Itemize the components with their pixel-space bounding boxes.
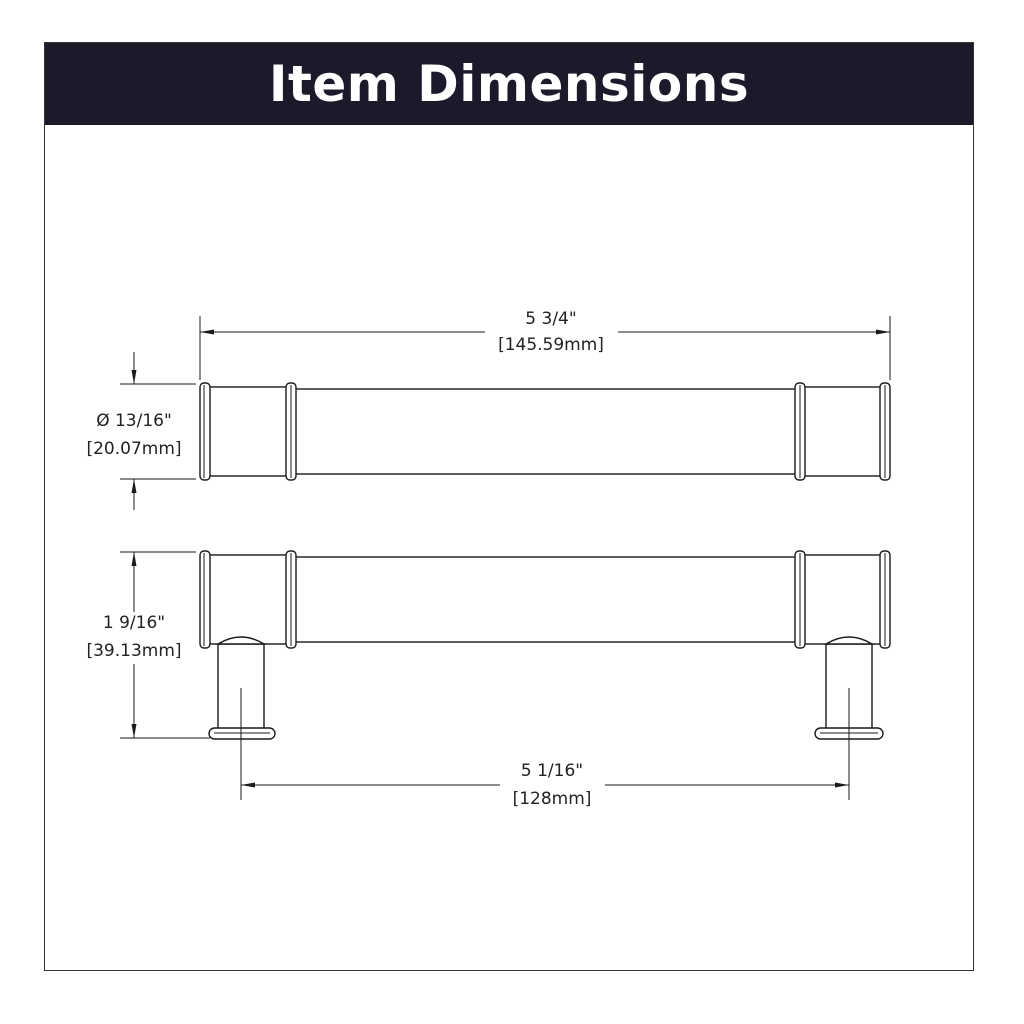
page-title: Item Dimensions bbox=[268, 55, 750, 113]
center-to-center-imperial: 5 1/16" bbox=[521, 761, 583, 781]
arrow-up-icon bbox=[131, 552, 137, 566]
arrow-down-icon bbox=[131, 370, 137, 384]
diameter-imperial: Ø 13/16" bbox=[96, 411, 172, 431]
center-to-center-dimension: 5 1/16" [128mm] bbox=[241, 761, 849, 809]
diameter-dimension: Ø 13/16" [20.07mm] bbox=[86, 352, 196, 510]
diameter-metric: [20.07mm] bbox=[86, 439, 181, 459]
arrow-left-icon bbox=[241, 782, 255, 788]
overall-length-metric: [145.59mm] bbox=[498, 335, 604, 355]
arrow-down-icon bbox=[131, 724, 137, 738]
projection-dimension: 1 9/16" [39.13mm] bbox=[86, 551, 210, 739]
handle-side-view bbox=[199, 550, 891, 800]
overall-length-imperial: 5 3/4" bbox=[525, 309, 576, 329]
drawing-frame: Item Dimensions bbox=[44, 42, 974, 971]
arrow-right-icon bbox=[835, 782, 849, 788]
arrow-left-icon bbox=[200, 329, 214, 335]
overall-length-dimension: 5 3/4" [145.59mm] bbox=[199, 309, 891, 380]
arrow-up-icon bbox=[131, 479, 137, 493]
projection-imperial: 1 9/16" bbox=[103, 613, 165, 633]
center-to-center-metric: [128mm] bbox=[513, 789, 592, 809]
projection-metric: [39.13mm] bbox=[86, 641, 181, 661]
arrow-right-icon bbox=[876, 329, 890, 335]
header-banner: Item Dimensions bbox=[45, 43, 973, 125]
handle-top-view bbox=[199, 382, 891, 481]
